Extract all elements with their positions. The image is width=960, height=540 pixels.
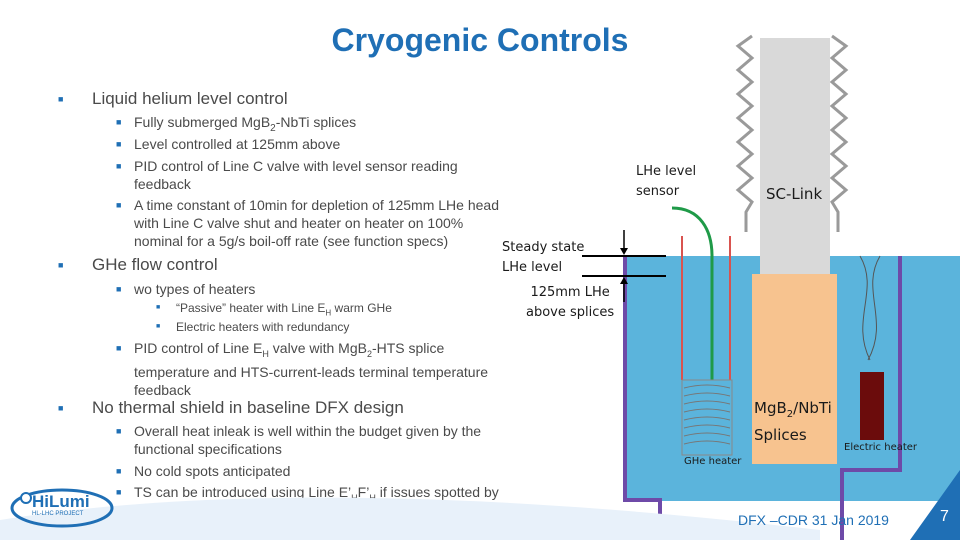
bullet-icon: ■ bbox=[116, 426, 122, 436]
bellows-left bbox=[735, 34, 755, 232]
list-item: Overall heat inleak is well within the b… bbox=[134, 423, 482, 457]
section-heading-helium-level: Liquid helium level control bbox=[92, 89, 288, 108]
helium-vessel-wall-right bbox=[840, 256, 902, 540]
list-item: Electric heaters with redundancy bbox=[176, 320, 350, 334]
sc-link-column bbox=[760, 38, 830, 274]
logo-sub: HL-LHC PROJECT bbox=[32, 511, 84, 517]
list-item: A time constant of 10min for depletion o… bbox=[134, 197, 499, 249]
section-heading-thermal-shield: No thermal shield in baseline DFX design bbox=[92, 398, 404, 417]
bullet-icon: ■ bbox=[156, 304, 161, 311]
lhe-level-sensor bbox=[671, 206, 714, 380]
head-label: 125mm LHe above splices bbox=[526, 285, 615, 320]
list-item: Level controlled at 125mm above bbox=[134, 136, 341, 152]
electric-heater bbox=[860, 372, 884, 440]
bullet-icon: ■ bbox=[116, 466, 122, 476]
logo-name: HiLumi bbox=[32, 492, 90, 511]
page-title: Cryogenic Controls bbox=[331, 22, 629, 58]
ghe-heater-coil bbox=[681, 379, 733, 456]
splices-block bbox=[752, 274, 837, 464]
list-item: “Passive” heater with Line EH warm GHe bbox=[176, 301, 392, 318]
steady-state-label: Steady state LHe level bbox=[502, 240, 585, 275]
splices-label: MgB2/NbTi Splices bbox=[754, 399, 832, 444]
bullet-icon: ■ bbox=[116, 200, 122, 210]
electric-heater-label: Electric heater bbox=[844, 442, 918, 453]
hilumi-logo-graphic bbox=[10, 488, 114, 528]
section-heading-ghe-flow: GHe flow control bbox=[92, 255, 218, 274]
bullet-icon: ■ bbox=[116, 161, 122, 171]
arrow-up-head bbox=[620, 277, 628, 284]
bullet-icon: ■ bbox=[116, 139, 122, 149]
bullet-icon: ■ bbox=[58, 94, 64, 104]
list-item: wo types of heaters bbox=[134, 281, 256, 297]
hilumi-logo: HiLumi HL-LHC PROJECT bbox=[10, 484, 130, 535]
lhe-level-sensor-label: LHe level sensor bbox=[636, 164, 697, 199]
bullet-icon: ■ bbox=[116, 284, 122, 294]
list-item: PID control of Line C valve with level s… bbox=[134, 158, 458, 192]
bullet-icon: ■ bbox=[116, 487, 122, 497]
bellows-right bbox=[829, 34, 849, 232]
bullet-icon: ■ bbox=[116, 343, 122, 353]
bullet-icon: ■ bbox=[58, 403, 64, 413]
current-leads bbox=[859, 255, 881, 361]
bullet-icon: ■ bbox=[58, 260, 64, 270]
footer-text: DFX –CDR 31 Jan 2019 bbox=[738, 512, 889, 528]
arrow-down-head bbox=[620, 248, 628, 255]
sc-link-label: SC-Link bbox=[766, 185, 823, 203]
ghe-heater-label: GHe heater bbox=[684, 456, 742, 467]
bullet-icon: ■ bbox=[116, 117, 122, 127]
page-number: 7 bbox=[940, 508, 949, 525]
list-item: No cold spots anticipated bbox=[134, 463, 291, 479]
list-item: Fully submerged MgB2-NbTi splices bbox=[134, 114, 357, 134]
list-item: PID control of Line EH valve with MgB2-H… bbox=[134, 340, 489, 398]
bullet-icon: ■ bbox=[156, 323, 161, 330]
